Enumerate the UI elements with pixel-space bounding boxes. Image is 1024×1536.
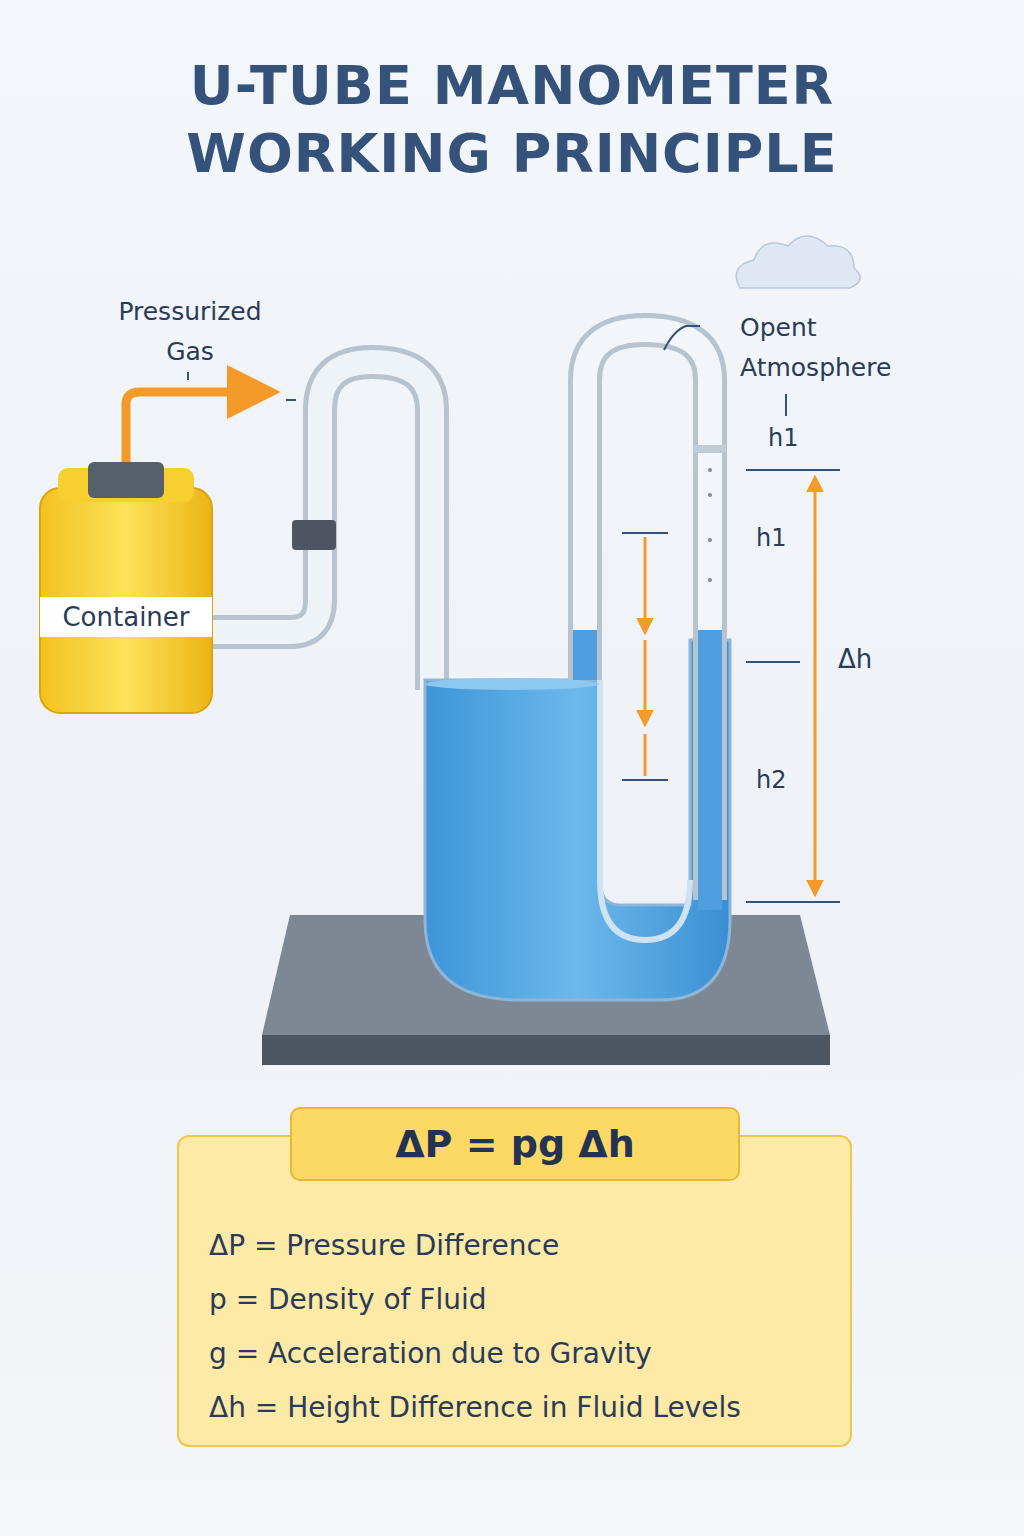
height-label: h1 — [768, 424, 798, 452]
height-difference-label: Δh — [838, 644, 872, 674]
container-body: Container — [40, 597, 212, 637]
atmosphere-label: Opent Atmosphere — [740, 308, 960, 388]
definition-row: p = Density of Fluid — [209, 1273, 850, 1327]
diagram-title: U-TUBE MANOMETER WORKING PRINCIPLE — [40, 52, 984, 188]
node-label: ΔP = pg Δh — [292, 1109, 738, 1179]
height-label: h1 — [756, 524, 786, 552]
height-label: h2 — [756, 766, 786, 794]
definition-row: Δh = Height Difference in Fluid Levels — [209, 1381, 850, 1435]
formula-tab: ΔP = pg Δh — [290, 1107, 740, 1181]
gas-label: Pressurized Gas — [100, 292, 280, 372]
formula-panel: ΔP = Pressure Differencep = Density of F… — [177, 1135, 852, 1447]
definition-row: ΔP = Pressure Difference — [209, 1219, 850, 1273]
node-label: Container — [40, 597, 212, 637]
definition-row: g = Acceleration due to Gravity — [209, 1327, 850, 1381]
